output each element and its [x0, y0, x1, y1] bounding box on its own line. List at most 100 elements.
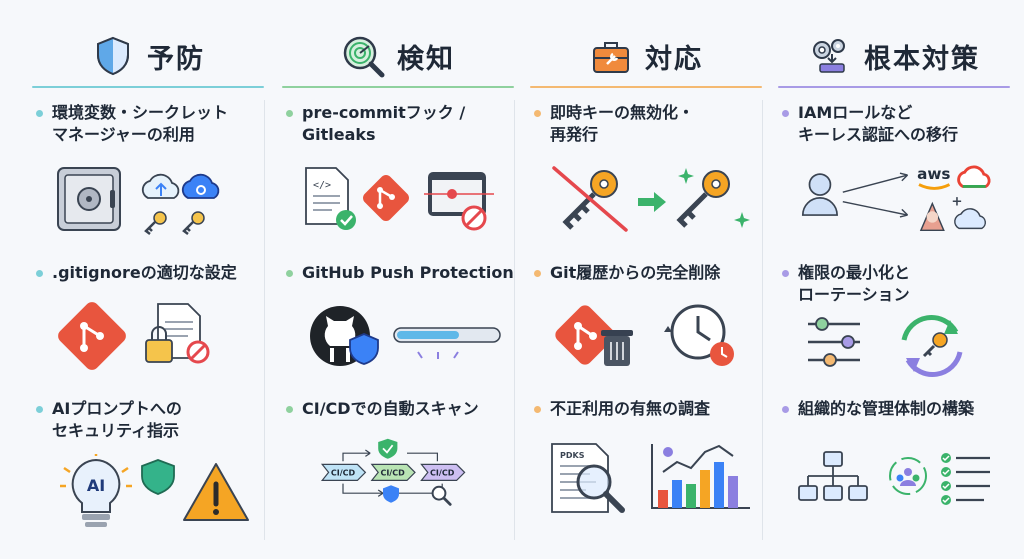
aws-label: aws — [917, 165, 950, 183]
item-illustration — [555, 304, 734, 366]
item-illustration — [58, 302, 210, 370]
team-icon — [889, 457, 927, 495]
item-illustration — [310, 306, 501, 366]
cloud-icon — [954, 208, 986, 230]
column-header: 根本対策 — [774, 26, 1014, 86]
shield-icon — [97, 36, 129, 76]
progress-bar-icon — [393, 327, 501, 359]
column-prevention: 予防 環境変数・シークレットマネージャーの利用 — [28, 0, 268, 559]
gears-icon — [813, 39, 845, 73]
item-illustration: </> — [305, 167, 494, 231]
column-title: 検知 — [397, 43, 455, 75]
history-clock-icon — [664, 304, 734, 366]
git-logo-icon — [555, 305, 615, 365]
key-rotation-icon — [901, 314, 963, 378]
item-text: pre-commitフック /Gitleaks — [302, 103, 466, 144]
column-title: 対応 — [645, 43, 703, 75]
bullet-dot — [782, 406, 789, 413]
warning-icon — [183, 463, 249, 521]
svg-text:</>: </> — [313, 180, 331, 191]
bullet-dot — [782, 110, 789, 117]
svg-text:+: + — [951, 195, 962, 210]
svg-text:AI: AI — [87, 476, 105, 495]
bullet-dot — [286, 270, 293, 277]
bullet-dot — [534, 270, 541, 277]
item-text: 権限の最小化とローテーション — [798, 263, 911, 304]
column-header: 予防 — [28, 26, 268, 86]
scan-block-icon — [424, 172, 494, 231]
bullet-dot — [36, 110, 43, 117]
item-illustration: PDKS — [551, 443, 750, 513]
column-detection: 検知 pre-commitフック /Gitleaks </> — [278, 0, 518, 559]
item-illustration — [552, 166, 750, 232]
ai-lightbulb-icon: AI — [60, 454, 132, 527]
bullet-dot — [534, 406, 541, 413]
cloud-upload-icon — [141, 173, 180, 199]
item-text: GitHub Push Protection — [302, 263, 514, 282]
trash-icon — [601, 330, 633, 366]
new-key-icon — [676, 168, 750, 228]
toolbox-icon — [593, 42, 629, 73]
item-illustration: AI — [60, 454, 249, 527]
google-cloud-icon — [957, 165, 991, 188]
column-header: 対応 — [526, 26, 766, 86]
column-title: 予防 — [147, 43, 205, 75]
item-illustration: aws + — [801, 165, 991, 231]
column-underline — [778, 86, 1010, 88]
check-shield-icon — [378, 438, 398, 459]
arrow-right-icon — [638, 192, 666, 212]
item-text: AIプロンプトへのセキュリティ指示 — [52, 399, 182, 440]
key-icon — [144, 211, 205, 235]
magnifier-icon — [431, 485, 452, 506]
pipeline-label: CI/CD — [380, 469, 405, 478]
column-title: 根本対策 — [864, 43, 980, 75]
code-document-check-icon: </> — [305, 167, 356, 230]
item-text: 不正利用の有無の調査 — [550, 399, 711, 418]
cloud-settings-icon — [181, 173, 220, 199]
shield-icon — [349, 333, 379, 365]
key-crossed-icon — [552, 166, 628, 232]
safe-icon — [57, 167, 121, 231]
column-response: 対応 即時キーの無効化・再発行 — [526, 0, 766, 559]
doc-label: PDKS — [560, 451, 585, 460]
bullet-dot — [36, 406, 43, 413]
item-illustration — [57, 167, 220, 235]
item-text: 組織的な管理体制の構築 — [798, 399, 975, 418]
item-illustration: CI/CD CI/CD CI/CD — [320, 438, 466, 506]
checklist-icon — [941, 453, 990, 505]
column-root-cause: 根本対策 IAMロールなどキーレス認証への移行 aws + — [774, 0, 1014, 559]
item-text: Git履歴からの完全削除 — [550, 263, 721, 282]
bullet-dot — [534, 110, 541, 117]
item-text: CI/CDでの自動スキャン — [302, 399, 479, 418]
pipeline-label: CI/CD — [430, 469, 455, 478]
item-text: .gitignoreの適切な設定 — [52, 263, 237, 282]
bullet-dot — [286, 406, 293, 413]
sliders-icon — [808, 317, 860, 367]
aws-logo-icon: aws — [917, 165, 950, 190]
column-divider — [514, 100, 515, 540]
locked-document-icon — [145, 303, 210, 364]
bullet-dot — [36, 270, 43, 277]
org-chart-icon — [798, 451, 868, 501]
column-underline — [32, 86, 264, 88]
pipeline-icon: CI/CD CI/CD CI/CD — [320, 449, 466, 497]
bullet-dot — [782, 270, 789, 277]
column-divider — [762, 100, 763, 540]
radar-magnifier-icon — [343, 36, 385, 78]
shield-icon — [141, 459, 175, 495]
item-text: 即時キーの無効化・再発行 — [550, 103, 695, 144]
item-illustration — [798, 451, 990, 505]
growth-chart-icon — [651, 444, 750, 509]
item-illustration — [808, 314, 963, 378]
check-shield-icon — [383, 485, 399, 503]
document-magnifier-icon: PDKS — [551, 443, 625, 513]
column-header: 検知 — [278, 26, 518, 86]
bullet-dot — [286, 110, 293, 117]
column-underline — [530, 86, 762, 88]
user-icon — [801, 173, 838, 216]
column-divider — [264, 100, 265, 540]
git-logo-icon — [363, 175, 409, 221]
git-logo-icon — [58, 302, 126, 370]
item-text: 環境変数・シークレットマネージャーの利用 — [52, 103, 229, 144]
item-text: IAMロールなどキーレス認証への移行 — [798, 103, 959, 144]
